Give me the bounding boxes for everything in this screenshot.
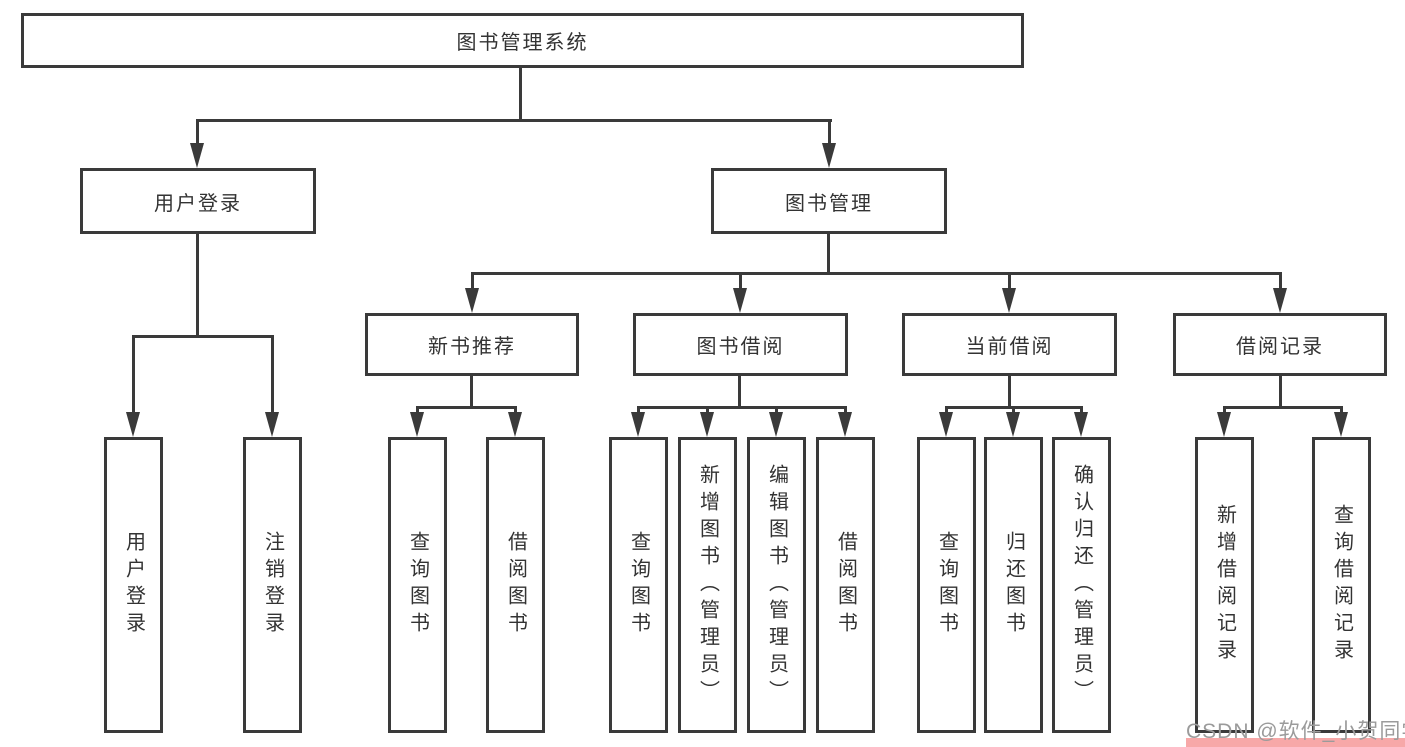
leaf-user-login: 用户登录 [104, 437, 163, 733]
arrow-down-icon [465, 288, 479, 313]
leaf-logout: 注销登录 [243, 437, 302, 733]
connector-line [416, 406, 517, 409]
node-current-borrowing: 当前借阅 [902, 313, 1117, 376]
node-label: 用户登录 [122, 531, 145, 639]
connector-line [738, 374, 741, 409]
connector-line [196, 119, 199, 146]
arrow-down-icon [700, 412, 714, 437]
node-label: 查询图书 [406, 531, 429, 639]
connector-line [828, 119, 831, 146]
arrow-down-icon [1217, 412, 1231, 437]
node-label: 借阅记录 [1236, 336, 1324, 358]
arrow-down-icon [939, 412, 953, 437]
arrow-down-icon [733, 288, 747, 313]
node-label: 归还图书 [1002, 531, 1025, 639]
arrow-down-icon [822, 143, 836, 168]
node-label: 借阅图书 [834, 531, 857, 639]
node-label: 查询借阅记录 [1330, 504, 1353, 666]
arrow-down-icon [769, 412, 783, 437]
node-label: 图书管理 [785, 192, 873, 215]
connector-line [132, 335, 135, 415]
node-label: 借阅图书 [504, 531, 527, 639]
leaf-borrow-books-recommend: 借阅图书 [486, 437, 545, 733]
node-label: 当前借阅 [965, 336, 1054, 358]
node-label: 用户登录 [154, 192, 242, 215]
connector-line [196, 232, 199, 338]
leaf-confirm-return-admin: 确认归还（管理员） [1052, 437, 1111, 733]
connector-line [471, 272, 474, 291]
arrow-down-icon [265, 412, 279, 437]
connector-line [739, 272, 742, 291]
node-book-management: 图书管理 [711, 168, 947, 234]
leaf-add-book-admin: 新增图书（管理员） [678, 437, 737, 733]
node-label: 编辑图书（管理员） [765, 463, 788, 707]
arrow-down-icon [1273, 288, 1287, 313]
connector-line [1008, 272, 1011, 291]
connector-line [416, 406, 419, 415]
arrow-down-icon [126, 412, 140, 437]
arrow-down-icon [1006, 412, 1020, 437]
arrow-down-icon [1002, 288, 1016, 313]
arrow-down-icon [410, 412, 424, 437]
connector-line [1223, 406, 1343, 409]
node-label: 新增图书（管理员） [696, 463, 719, 707]
connector-line [196, 119, 832, 122]
node-book-borrowing: 图书借阅 [633, 313, 848, 376]
node-label: 图书管理系统 [456, 32, 589, 54]
connector-line [1080, 406, 1083, 415]
connector-line [945, 406, 948, 415]
connector-line [471, 272, 1282, 275]
connector-line [1012, 406, 1015, 415]
connector-line [1340, 406, 1343, 415]
node-label: 新书推荐 [428, 336, 516, 358]
connector-line [271, 335, 274, 415]
node-label: 查询图书 [627, 531, 650, 639]
node-new-book-recommend: 新书推荐 [365, 313, 579, 376]
connector-line [132, 335, 274, 338]
node-library-system: 图书管理系统 [21, 13, 1024, 68]
connector-line [1279, 374, 1282, 409]
arrow-down-icon [508, 412, 522, 437]
node-label: 查询图书 [935, 531, 958, 639]
connector-line [775, 406, 778, 415]
connector-line [1223, 406, 1226, 415]
connector-line [1279, 272, 1282, 291]
connector-line [844, 406, 847, 415]
connector-line [637, 406, 847, 409]
leaf-return-books: 归还图书 [984, 437, 1043, 733]
node-user-login: 用户登录 [80, 168, 316, 234]
connector-line [637, 406, 640, 415]
connector-line [706, 406, 709, 415]
node-label: 新增借阅记录 [1213, 504, 1236, 666]
connector-line [514, 406, 517, 415]
connector-line [519, 68, 522, 121]
leaf-query-books-recommend: 查询图书 [388, 437, 447, 733]
leaf-edit-book-admin: 编辑图书（管理员） [747, 437, 806, 733]
arrow-down-icon [631, 412, 645, 437]
arrow-down-icon [1074, 412, 1088, 437]
connector-line [827, 232, 830, 275]
arrow-down-icon [838, 412, 852, 437]
watermark-accent-bar [1186, 738, 1405, 747]
connector-line [1008, 374, 1011, 409]
node-label: 注销登录 [261, 531, 284, 639]
node-label: 确认归还（管理员） [1070, 463, 1093, 707]
leaf-query-books-current: 查询图书 [917, 437, 976, 733]
arrow-down-icon [1334, 412, 1348, 437]
connector-line [470, 374, 473, 409]
watermark: CSDN @软件_小贺同学 [1186, 720, 1405, 743]
leaf-query-borrow-record: 查询借阅记录 [1312, 437, 1371, 733]
leaf-add-borrow-record: 新增借阅记录 [1195, 437, 1254, 733]
node-borrowing-records: 借阅记录 [1173, 313, 1387, 376]
leaf-borrow-books-borrowing: 借阅图书 [816, 437, 875, 733]
leaf-query-books-borrowing: 查询图书 [609, 437, 668, 733]
arrow-down-icon [190, 143, 204, 168]
node-label: 图书借阅 [696, 336, 785, 358]
